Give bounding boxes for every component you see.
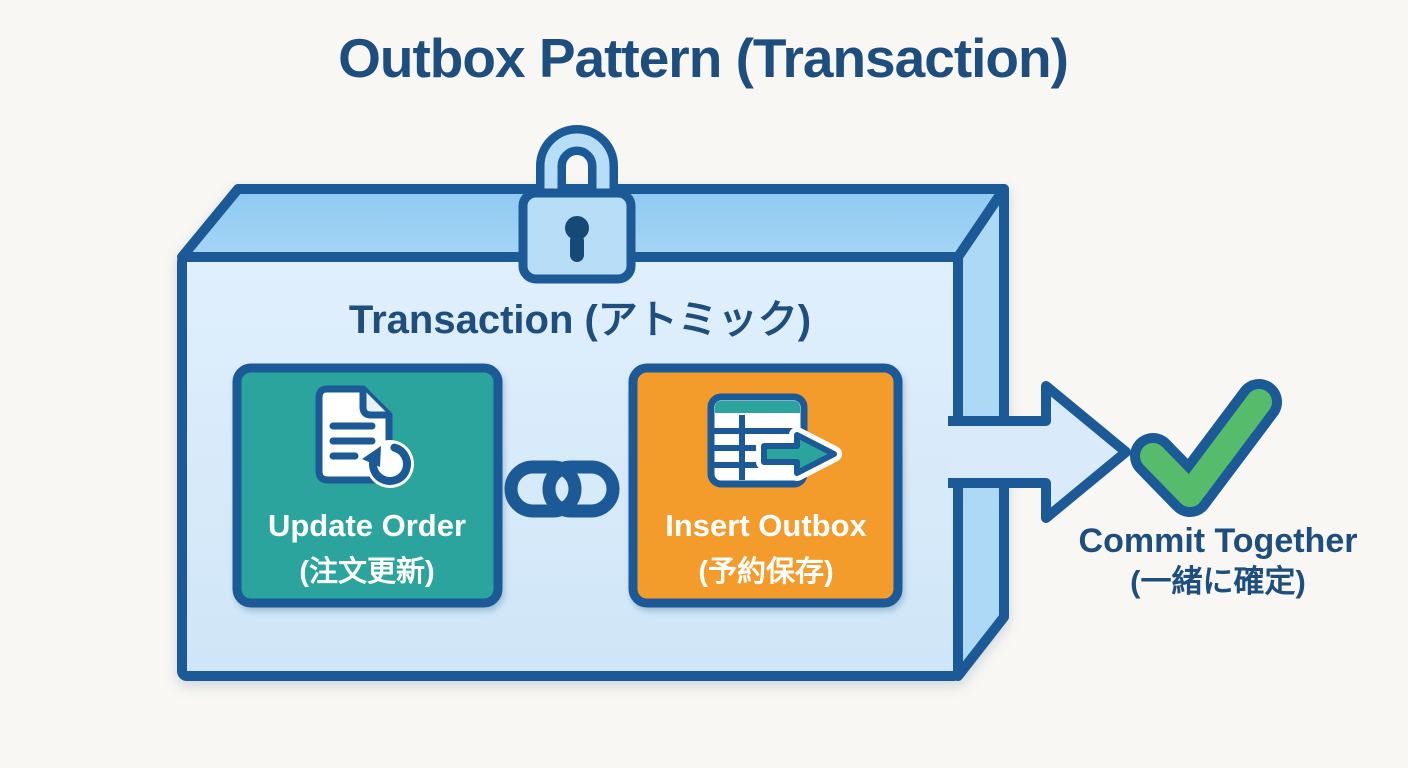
refresh-arrowhead [362, 446, 381, 467]
commit-label: Commit Together [1079, 522, 1358, 560]
insert-outbox-sublabel: (予約保存) [698, 554, 833, 588]
checkmark-icon [1130, 379, 1282, 517]
chain-link-right [542, 460, 620, 518]
table-header-row [715, 401, 800, 413]
transaction-label: Transaction (アトミック) [349, 298, 811, 342]
lock-icon [518, 125, 636, 284]
document-refresh-icon [315, 385, 414, 488]
lock-keyhole [565, 216, 589, 240]
insert-arrow [761, 432, 837, 476]
page-title: Outbox Pattern (Transaction) [338, 27, 1068, 89]
update-order-panel [232, 363, 503, 608]
insert-outbox-label: Insert Outbox [665, 508, 867, 543]
lock-shackle [544, 133, 610, 202]
update-order-sublabel: (注文更新) [299, 554, 434, 588]
insert-outbox-box: Insert Outbox (予約保存) [628, 363, 903, 608]
refresh-arc [369, 443, 411, 485]
checkmark-fill [1140, 389, 1272, 507]
update-order-box: Update Order (注文更新) [232, 363, 503, 608]
table-insert-icon [707, 393, 842, 488]
flow-arrow-icon [948, 381, 1131, 523]
lock-keyhole-stem [570, 234, 584, 262]
chain-link-left [504, 460, 582, 518]
update-order-label: Update Order [268, 508, 466, 543]
chain-link-icon [504, 460, 620, 518]
document-lines [329, 422, 376, 460]
commit-sublabel: (一緒に確定) [1130, 564, 1306, 599]
document-fold [359, 389, 389, 419]
